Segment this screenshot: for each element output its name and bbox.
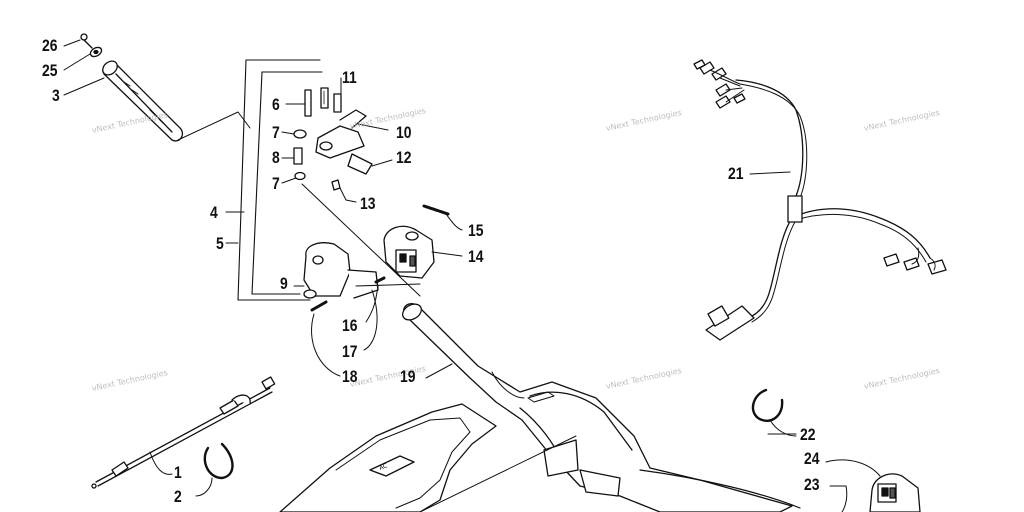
- snap-ring-left: [195, 442, 234, 497]
- throttle-housing: [293, 242, 379, 299]
- throttle-pin: [285, 89, 312, 117]
- grip-washer: [89, 46, 103, 58]
- throttle-clip: [331, 179, 357, 203]
- handlebar-grip: [102, 60, 184, 142]
- callout-26: 26: [42, 36, 58, 55]
- callout-5: 5: [216, 234, 224, 253]
- throttle-lever: [315, 109, 389, 159]
- switch-spring: [422, 204, 463, 231]
- callout-6: 6: [272, 95, 280, 114]
- callout-10: 10: [396, 123, 412, 142]
- callout-13: 13: [360, 194, 376, 213]
- callout-2: 2: [174, 487, 182, 506]
- callout-23: 23: [804, 475, 820, 494]
- callout-12: 12: [396, 148, 412, 167]
- switch-assembly: [825, 459, 921, 512]
- callout-11: 11: [342, 68, 357, 87]
- callout-25: 25: [42, 61, 58, 80]
- snap-ring-right: [751, 388, 797, 437]
- throttle-spring: [320, 77, 342, 113]
- callout-7-lower: 7: [272, 174, 280, 193]
- callout-14: 14: [468, 247, 484, 266]
- callout-8: 8: [272, 148, 280, 167]
- throttle-connector: [347, 153, 393, 175]
- callout-18: 18: [342, 367, 358, 386]
- callout-3: 3: [52, 86, 60, 105]
- callout-9: 9: [280, 274, 288, 293]
- callout-7-upper: 7: [272, 123, 280, 142]
- callout-15: 15: [468, 221, 484, 240]
- callout-4: 4: [210, 203, 218, 222]
- handlebar: [402, 302, 801, 512]
- throttle-cable: [91, 376, 276, 489]
- callout-1: 1: [174, 463, 182, 482]
- callout-21: 21: [728, 164, 744, 183]
- throttle-bushing: [281, 129, 307, 184]
- callout-16: 16: [342, 316, 358, 335]
- callout-19: 19: [400, 367, 416, 386]
- grip-screw: [80, 33, 93, 49]
- callout-17: 17: [342, 342, 358, 361]
- callout-24: 24: [804, 449, 820, 468]
- wiring-harness: [693, 59, 947, 341]
- leader-lines: [63, 39, 797, 435]
- pad-lettering: AC: [378, 462, 388, 471]
- switch-housing: [383, 225, 463, 279]
- housing-screws: [310, 276, 386, 377]
- handlebar-pad: AC: [279, 403, 577, 512]
- callout-22: 22: [800, 425, 816, 444]
